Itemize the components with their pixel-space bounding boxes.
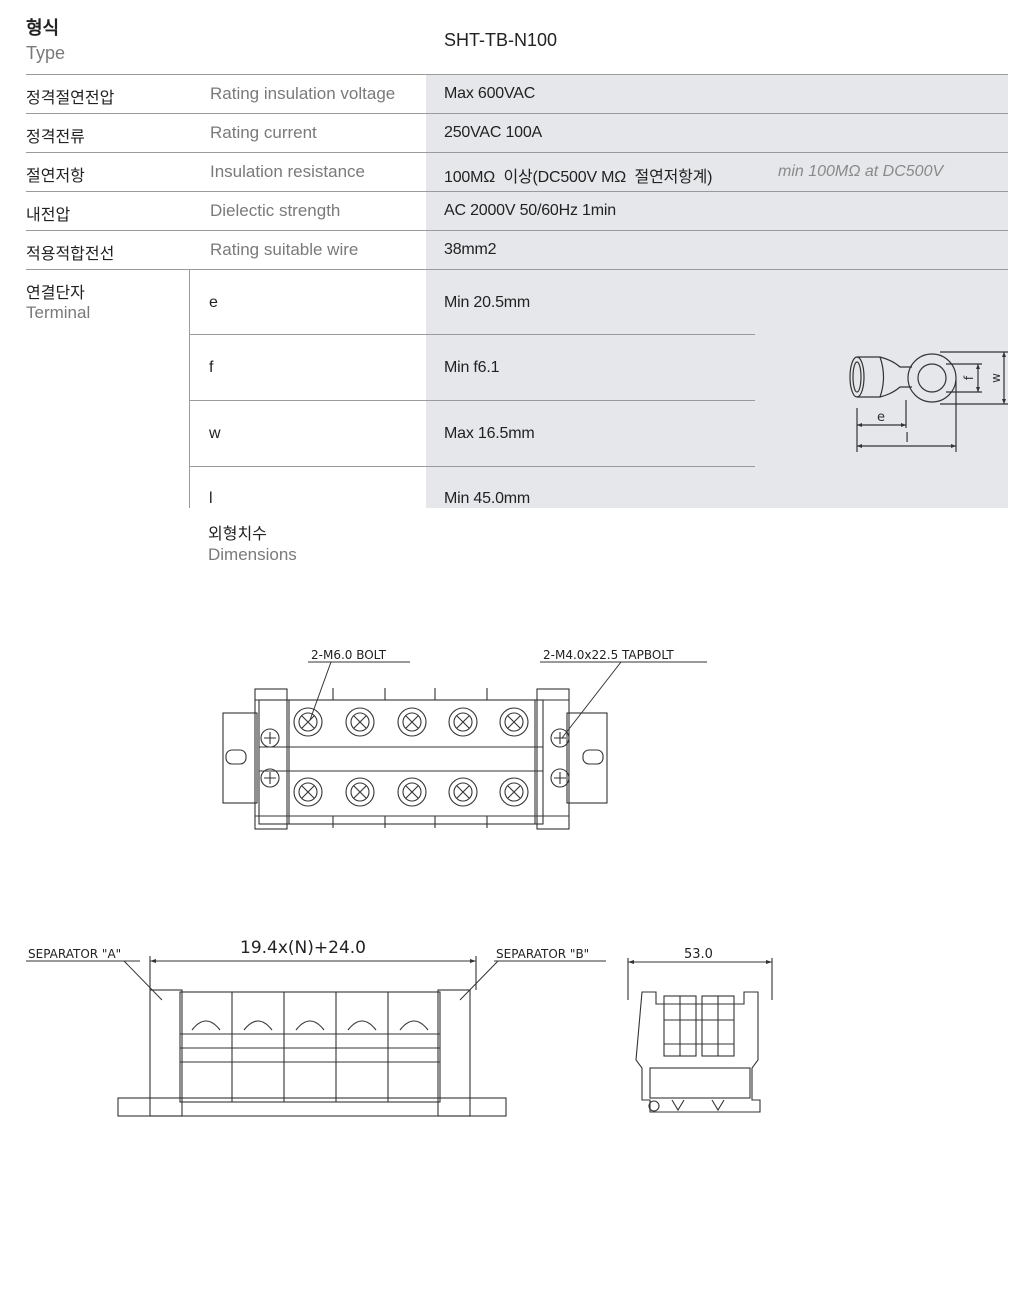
row-divider [26, 230, 1008, 231]
spec-label-ko: 내전압 [26, 205, 71, 224]
top-view-drawing: 2-M6.0 BOLT 2-M4.0x22.5 TAPBOLT [222, 648, 707, 830]
separator-a-label: SEPARATOR "A" [28, 947, 121, 961]
spec-label-ko: 적용적합전선 [26, 244, 115, 263]
model-name: SHT-TB-N100 [444, 30, 558, 50]
spec-label-en: Rating insulation voltage [210, 84, 396, 103]
dimensions-label-en: Dimensions [208, 545, 297, 564]
spec-label-en: Dielectic strength [210, 201, 341, 220]
terminal-label-ko: 연결단자 [26, 283, 85, 302]
row-divider [26, 113, 1008, 114]
spec-label-ko: 절연저항 [26, 166, 85, 185]
terminal-divider [189, 270, 190, 508]
spec-note: min 100MΩ at DC500V [778, 163, 944, 180]
spec-label-ko: 정격전류 [26, 127, 85, 146]
terminal-value: Min 20.5mm [444, 294, 531, 311]
diagram-label-w: w [989, 373, 1003, 383]
type-label-en: Type [26, 43, 66, 63]
diagram-label-f: f [962, 375, 976, 380]
diagram-label-e: e [877, 410, 885, 425]
terminal-value: Min 45.0mm [444, 490, 531, 507]
terminal-row-divider [189, 334, 755, 335]
spec-label-ko: 정격절연전압 [26, 88, 115, 107]
spec-label-en: Rating suitable wire [210, 240, 359, 259]
terminal-key: e [209, 294, 218, 311]
spec-label-en: Rating current [210, 123, 317, 142]
ring-terminal-diagram: e l f w [849, 351, 1008, 452]
type-label-ko: 형식 [26, 18, 60, 39]
terminal-row-divider [189, 466, 755, 467]
spec-value: 100MΩ 이상(DC500V MΩ 절연저항계) [444, 169, 713, 186]
row-divider [26, 152, 1008, 153]
terminal-value: Min f6.1 [444, 359, 500, 376]
bolt-label: 2-M6.0 BOLT [311, 648, 387, 662]
width-formula: 19.4x(N)+24.0 [240, 938, 366, 958]
spec-value: 38mm2 [444, 241, 497, 258]
terminal-key: l [209, 490, 213, 507]
tapbolt-label: 2-M4.0x22.5 TAPBOLT [543, 648, 674, 662]
terminal-label-en: Terminal [26, 303, 91, 322]
front-view-drawing: SEPARATOR "A" SEPARATOR "B" 19.4x(N)+24.… [26, 938, 606, 1117]
side-width-label: 53.0 [684, 947, 713, 962]
spec-value: 250VAC 100A [444, 124, 543, 141]
side-view-drawing: 53.0 [627, 947, 773, 1113]
spec-value: Max 600VAC [444, 85, 536, 102]
value-column-shade [426, 75, 1008, 269]
terminal-row-divider [189, 400, 755, 401]
terminal-key: f [209, 359, 214, 376]
row-divider [26, 269, 1008, 270]
row-divider [26, 74, 1008, 75]
spec-label-en: Insulation resistance [210, 162, 365, 181]
spec-value: AC 2000V 50/60Hz 1min [444, 202, 616, 219]
diagram-label-l: l [905, 431, 909, 446]
terminal-value: Max 16.5mm [444, 425, 535, 442]
terminal-key: w [209, 425, 221, 442]
row-divider [26, 191, 1008, 192]
separator-b-label: SEPARATOR "B" [496, 947, 589, 961]
dimensions-label-ko: 외형치수 [208, 524, 267, 543]
